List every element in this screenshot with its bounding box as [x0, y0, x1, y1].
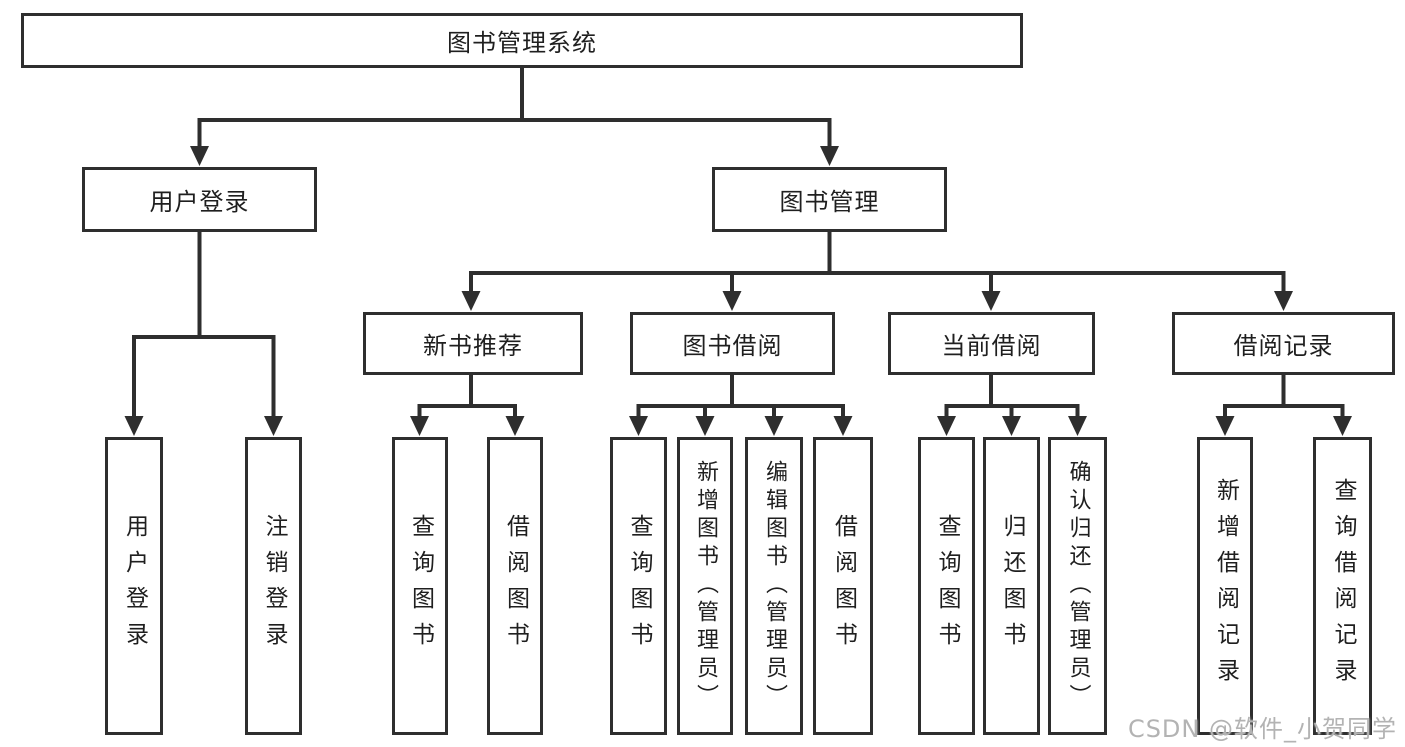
arrow-down-icon	[722, 291, 742, 311]
node-label: 编辑图书（管理员）	[762, 460, 787, 712]
node-user-login: 用户登录	[82, 167, 317, 232]
node-add-books-admin-leaf: 新增图书（管理员）	[677, 437, 733, 735]
node-book-management: 图书管理	[712, 167, 947, 232]
connector-root-to-level2	[197, 67, 832, 150]
node-root-system: 图书管理系统	[21, 13, 1023, 68]
arrow-down-icon	[190, 146, 209, 166]
node-query-books-leaf: 查询图书	[610, 437, 667, 735]
arrow-down-icon	[937, 416, 956, 436]
node-label: 归还图书	[999, 514, 1025, 658]
node-label: 图书管理系统	[447, 29, 597, 57]
node-label: 新书推荐	[423, 332, 523, 360]
arrow-down-icon	[410, 416, 429, 436]
arrow-down-icon	[461, 291, 481, 311]
connector-book-borrow-branch	[636, 373, 845, 422]
node-add-borrow-record-leaf: 新增借阅记录	[1197, 437, 1253, 735]
arrow-down-icon	[505, 416, 525, 436]
node-new-book-recommend: 新书推荐	[363, 312, 583, 375]
node-label: 图书借阅	[682, 332, 783, 360]
node-label: 新增图书（管理员）	[693, 460, 718, 712]
node-query-books-leaf: 查询图书	[392, 437, 448, 735]
node-logout-leaf: 注销登录	[245, 437, 302, 735]
connector-current-borrow-branch	[944, 373, 1080, 422]
node-borrow-books-leaf: 借阅图书	[813, 437, 873, 735]
arrow-down-icon	[264, 416, 283, 436]
connector-borrow-records-branch	[1223, 373, 1345, 422]
node-query-books-leaf: 查询图书	[918, 437, 975, 735]
arrow-down-icon	[833, 416, 853, 436]
connector-book-management-branch	[469, 230, 1286, 297]
node-borrow-books-leaf: 借阅图书	[487, 437, 543, 735]
node-label: 查询借阅记录	[1330, 478, 1356, 694]
node-label: 查询图书	[626, 514, 652, 658]
node-label: 新增借阅记录	[1212, 478, 1239, 694]
node-user-login-leaf: 用户登录	[105, 437, 163, 735]
node-label: 注销登录	[261, 514, 287, 658]
arrow-down-icon	[1333, 416, 1352, 436]
arrow-down-icon	[124, 416, 144, 436]
node-label: 查询图书	[407, 514, 434, 658]
node-book-borrow: 图书借阅	[630, 312, 835, 375]
arrow-down-icon	[629, 416, 648, 436]
node-label: 借阅图书	[502, 514, 529, 658]
arrow-down-icon	[1215, 416, 1235, 436]
node-label: 借阅图书	[830, 514, 857, 658]
arrow-down-icon	[764, 416, 784, 436]
arrow-down-icon	[1274, 291, 1293, 311]
node-label: 当前借阅	[941, 332, 1042, 360]
arrow-down-icon	[1068, 416, 1087, 436]
node-label: 查询图书	[934, 514, 960, 658]
node-current-borrow: 当前借阅	[888, 312, 1095, 375]
node-return-books-leaf: 归还图书	[983, 437, 1040, 735]
arrow-down-icon	[1002, 416, 1021, 436]
node-borrow-records: 借阅记录	[1172, 312, 1395, 375]
csdn-watermark: CSDN @软件_小贺同学	[1127, 715, 1397, 743]
arrow-down-icon	[695, 416, 715, 436]
arrow-down-icon	[820, 146, 839, 166]
node-label: 借阅记录	[1233, 332, 1334, 360]
node-label: 确认归还（管理员）	[1065, 460, 1091, 712]
node-confirm-return-admin-leaf: 确认归还（管理员）	[1048, 437, 1107, 735]
arrowheads	[124, 146, 1352, 436]
arrow-down-icon	[981, 291, 1001, 311]
node-label: 用户登录	[121, 514, 148, 658]
connector-user-login-branch	[132, 230, 276, 422]
node-query-borrow-record-leaf: 查询借阅记录	[1313, 437, 1372, 735]
node-label: 图书管理	[779, 188, 880, 216]
node-edit-books-admin-leaf: 编辑图书（管理员）	[745, 437, 803, 735]
connector-new-book-branch	[417, 373, 517, 422]
node-label: 用户登录	[149, 188, 250, 216]
